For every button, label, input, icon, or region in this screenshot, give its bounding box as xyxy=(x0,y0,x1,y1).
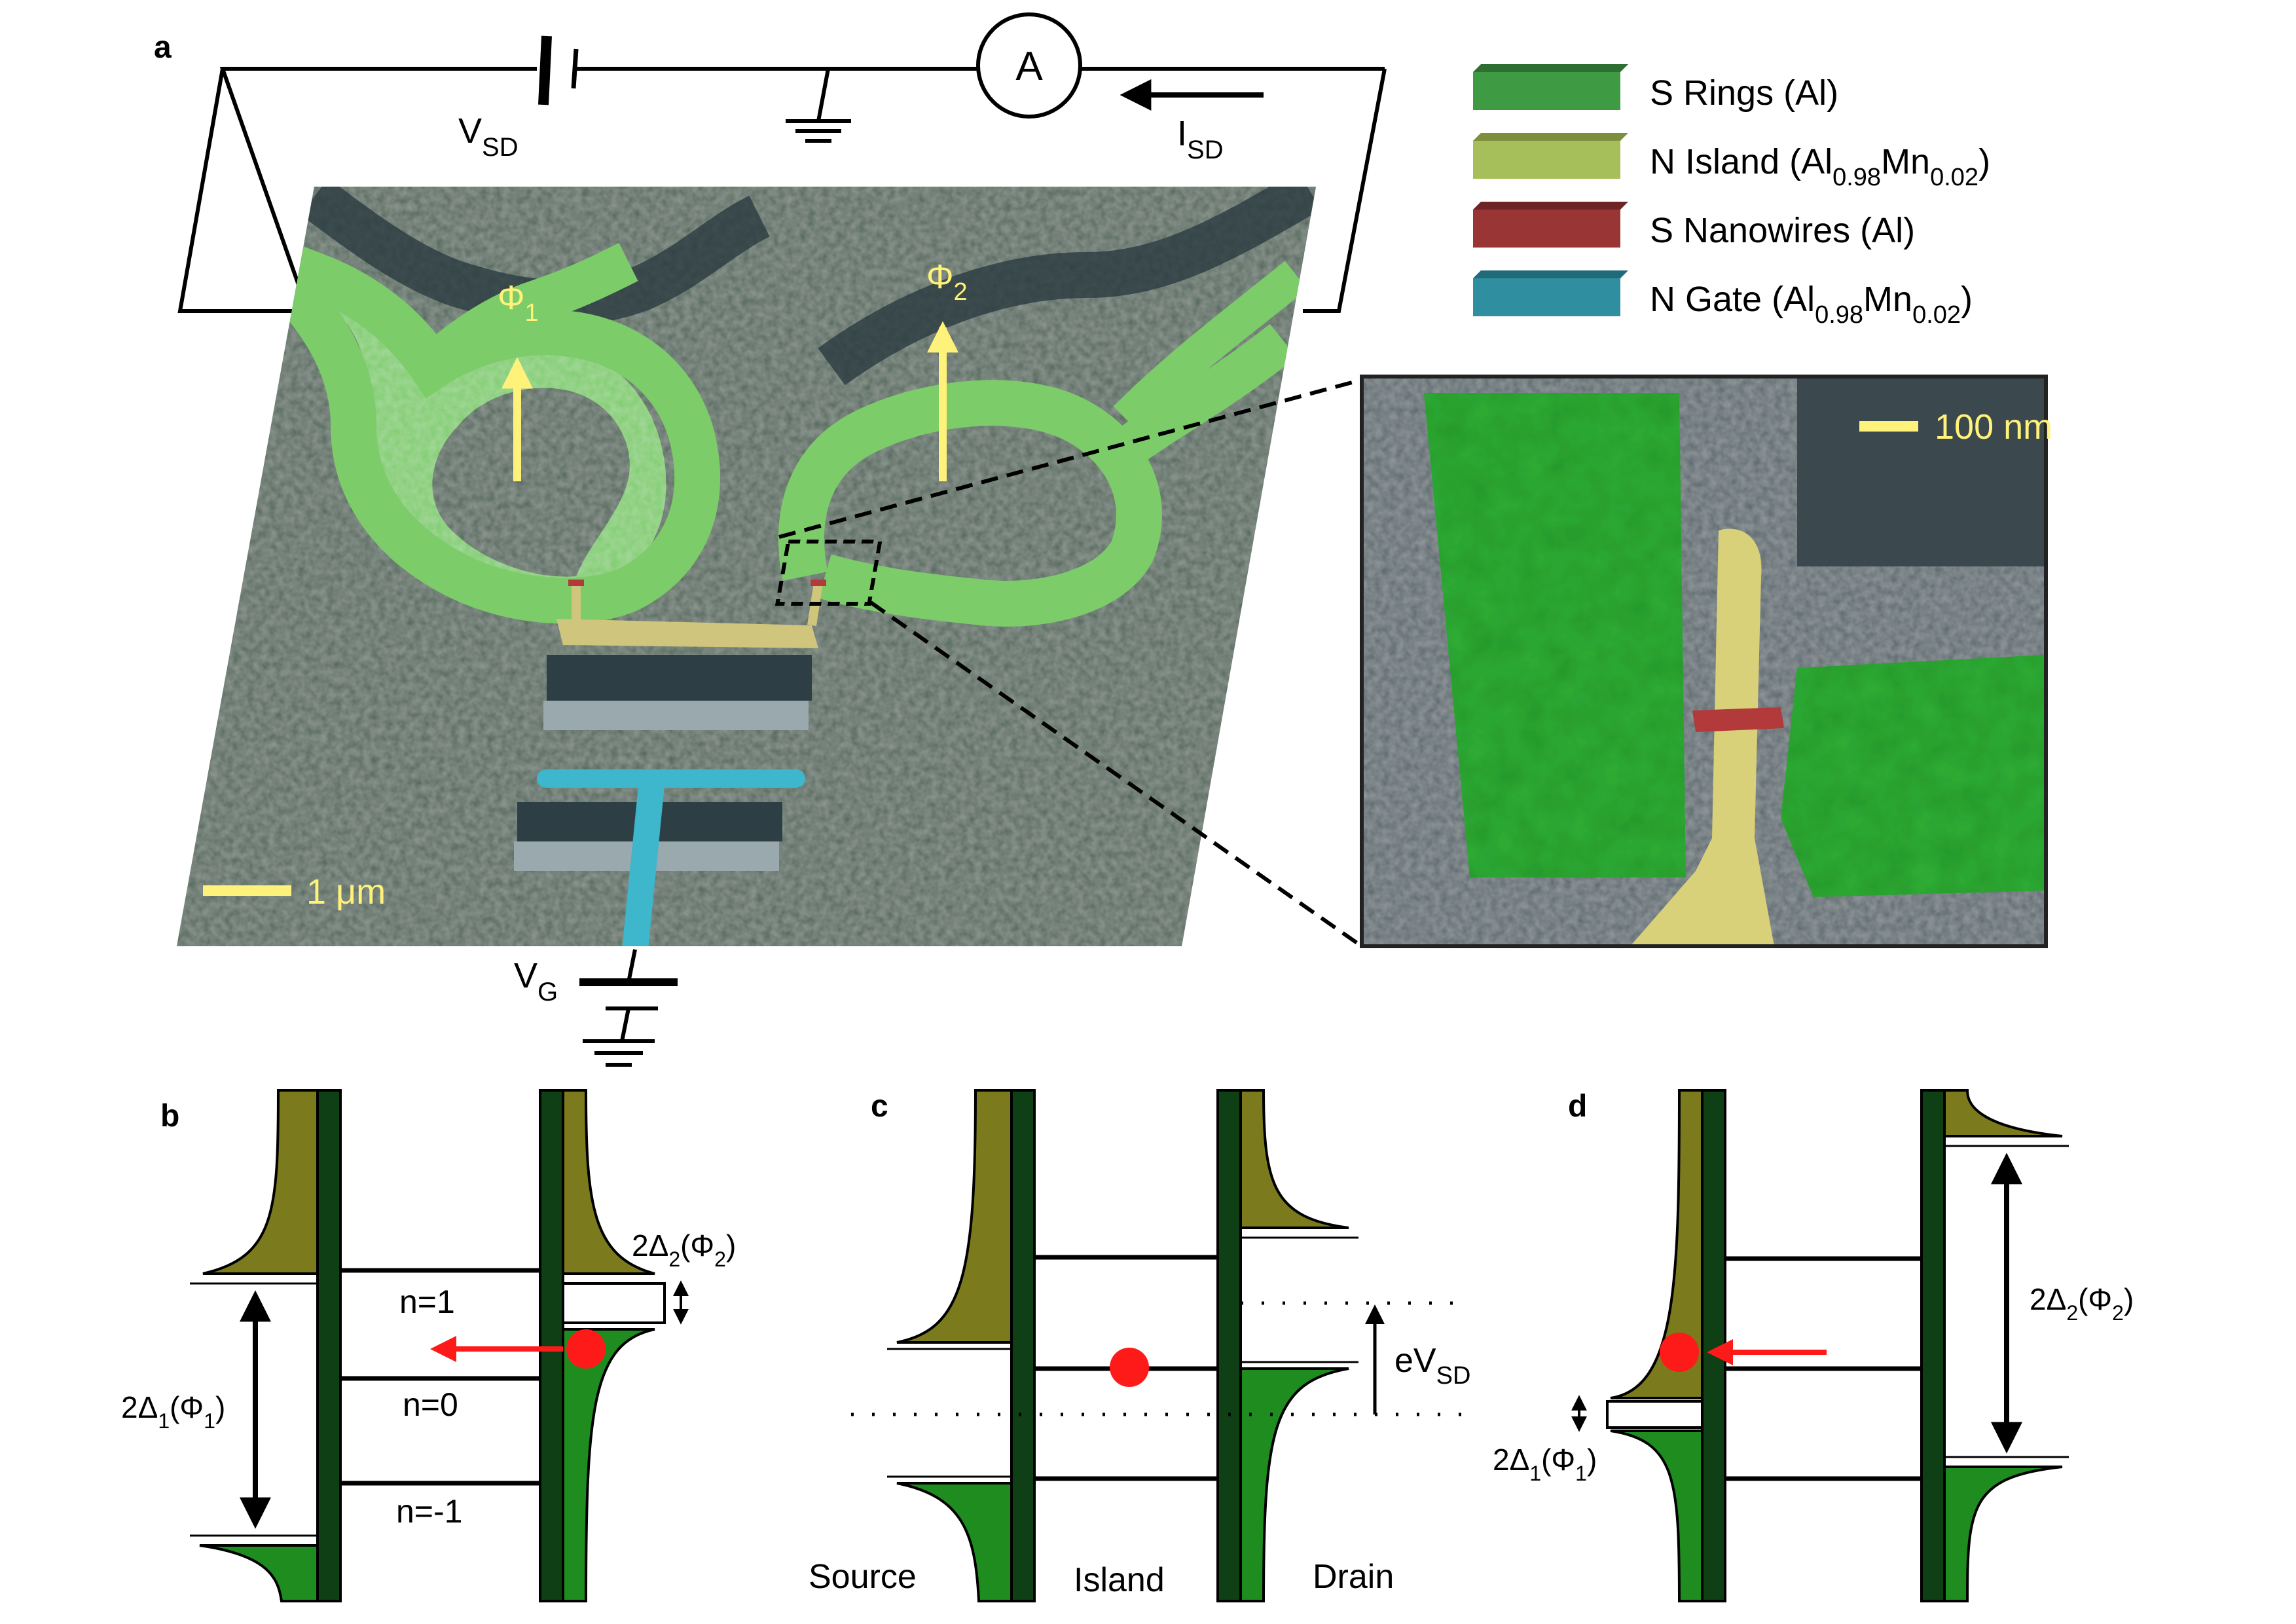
vg-source xyxy=(579,949,678,1067)
d-electron xyxy=(1660,1333,1699,1372)
b-left-electrode xyxy=(316,1089,342,1602)
c-left-electrode xyxy=(1010,1089,1036,1602)
zoom-indicator xyxy=(774,540,883,606)
c-right-electrode xyxy=(1216,1089,1242,1602)
zoom-inset: 100 nm xyxy=(1360,375,2052,948)
c-source-label: Source xyxy=(809,1558,917,1596)
panel-label-c: c xyxy=(871,1089,888,1124)
legend-item-n-gate: N Gate (Al0.98Mn0.02) xyxy=(1473,270,1973,329)
d-left-electrode xyxy=(1701,1089,1726,1602)
svg-text:A: A xyxy=(1015,44,1043,89)
battery-vsd-symbol xyxy=(538,35,579,105)
d-right-electrode xyxy=(1920,1089,1946,1602)
scalebar-1um xyxy=(203,885,291,896)
d-left-green-dos xyxy=(1610,1430,1704,1602)
c-right-olive-dos xyxy=(1239,1089,1349,1229)
svg-text:N Gate (Al0.98Mn0.02): N Gate (Al0.98Mn0.02) xyxy=(1650,280,1973,329)
phi2-label: Φ2 xyxy=(926,258,968,306)
panel-label-b: b xyxy=(160,1099,179,1134)
b-left-olive-dos xyxy=(202,1089,319,1275)
ammeter-icon: A xyxy=(976,12,1082,119)
legend-item-n-island: N Island (Al0.98Mn0.02) xyxy=(1473,133,1990,191)
c-right-green-dos xyxy=(1239,1367,1349,1602)
panel-label-a: a xyxy=(154,30,172,65)
b-right-electrode xyxy=(539,1089,564,1602)
sem-image xyxy=(177,187,1316,946)
d-right-green-dos xyxy=(1943,1466,2063,1602)
b-right-green-dos xyxy=(562,1328,655,1602)
scalebar-100nm xyxy=(1859,421,1918,432)
b-left-green-dos xyxy=(199,1544,319,1602)
b-electron xyxy=(566,1329,606,1369)
d-left-olive-dos xyxy=(1610,1089,1704,1399)
c-electron xyxy=(1110,1348,1149,1387)
b-gap2-label: 2Δ2(Φ2) xyxy=(632,1228,736,1271)
panel-d-diagram: 2Δ2(Φ2) 2Δ1(Φ1) xyxy=(1493,1089,2134,1602)
isd-label: ISD xyxy=(1177,114,1224,164)
d-right-olive-dos xyxy=(1943,1089,2063,1137)
panel-c-diagram: eVSD Source Island Drain xyxy=(809,1089,1470,1602)
c-left-olive-dos xyxy=(896,1089,1013,1344)
d-gap1-label: 2Δ1(Φ1) xyxy=(1493,1443,1597,1485)
ground-icon-top xyxy=(786,68,851,143)
phi1-label: Φ1 xyxy=(498,279,539,327)
circuit-wire-left xyxy=(177,68,308,313)
c-drain-label: Drain xyxy=(1313,1558,1394,1596)
gate-stem xyxy=(622,786,665,946)
c-island-label: Island xyxy=(1074,1561,1165,1599)
legend-item-s-nanowires: S Nanowires (Al) xyxy=(1473,202,1915,250)
left-ring xyxy=(283,242,721,624)
right-ring xyxy=(778,261,1308,627)
panel-b-diagram: n=1 n=0 n=-1 2Δ1(Φ1) 2Δ2(Φ2) xyxy=(121,1089,736,1602)
scalebar-100nm-label: 100 nm xyxy=(1935,407,2052,447)
b-gap1-label: 2Δ1(Φ1) xyxy=(121,1390,225,1433)
b-n1-label: n=1 xyxy=(399,1283,455,1320)
d-gap2-label: 2Δ2(Φ2) xyxy=(2030,1282,2134,1325)
svg-text:S Nanowires (Al): S Nanowires (Al) xyxy=(1650,211,1915,250)
legend-item-s-rings: S Rings (Al) xyxy=(1473,64,1838,113)
c-bias-label: eVSD xyxy=(1394,1342,1470,1390)
zoom-line-top xyxy=(778,378,1362,539)
b-right-olive-dos xyxy=(562,1089,655,1275)
circuit xyxy=(177,67,1387,313)
b-nm1-label: n=-1 xyxy=(396,1493,462,1530)
panel-label-d: d xyxy=(1568,1089,1587,1124)
legend: S Rings (Al) N Island (Al0.98Mn0.02) S N… xyxy=(1473,64,1990,329)
gate-bar xyxy=(537,769,805,788)
scalebar-1um-label: 1 μm xyxy=(306,872,386,912)
island-strip xyxy=(556,619,818,648)
zoom-line-bottom xyxy=(869,600,1363,948)
b-n0-label: n=0 xyxy=(403,1386,458,1423)
vsd-label: VSD xyxy=(458,111,519,162)
circuit-wire-right xyxy=(1303,68,1387,313)
c-left-green-dos xyxy=(896,1482,1013,1602)
svg-text:S Rings (Al): S Rings (Al) xyxy=(1650,73,1838,113)
svg-text:N Island (Al0.98Mn0.02): N Island (Al0.98Mn0.02) xyxy=(1650,142,1990,191)
vg-label: VG xyxy=(514,956,558,1006)
